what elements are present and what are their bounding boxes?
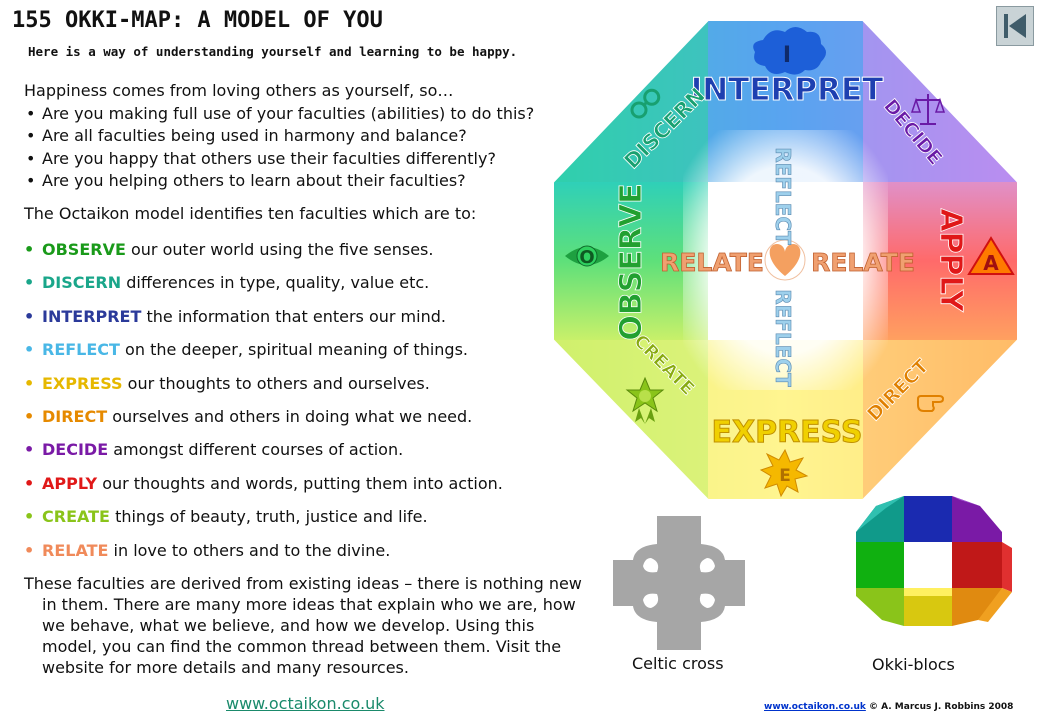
model-intro: The Octaikon model identifies ten facult…	[24, 203, 477, 223]
faculty-item: • OBSERVE our outer world using the five …	[24, 233, 594, 266]
faculty-item: • REFLECT on the deeper, spiritual meanin…	[24, 333, 594, 366]
faculty-keyword: REFLECT	[42, 340, 120, 360]
cloud-icon	[753, 27, 826, 75]
faculty-description: our outer world using the five senses.	[125, 240, 434, 259]
page-title: 155 OKKI-MAP: A MODEL OF YOU	[12, 8, 383, 33]
footer: www.octaikon.co.uk © A. Marcus J. Robbin…	[764, 702, 1013, 712]
faculty-description: on the deeper, spiritual meaning of thin…	[119, 340, 469, 360]
faculty-keyword: APPLY	[42, 473, 98, 493]
question-item: Are all faculties being used in harmony …	[24, 125, 594, 148]
faculty-keyword: OBSERVE	[42, 240, 126, 259]
faculty-item: • CREATE things of beauty, truth, justice…	[24, 500, 594, 533]
back-button[interactable]	[996, 6, 1034, 46]
faculty-keyword: INTERPRET	[42, 306, 142, 326]
rosette-icon	[625, 376, 665, 424]
observe-letter: O	[579, 247, 594, 268]
celtic-cross-image	[613, 516, 745, 650]
faculty-bullet: •	[24, 507, 35, 527]
faculty-bullet: •	[24, 540, 35, 560]
faculty-item: • EXPRESS our thoughts to others and ours…	[24, 367, 594, 400]
faculty-keyword: DECIDE	[42, 440, 109, 460]
faculty-bullet: •	[24, 440, 35, 460]
faculty-keyword: DISCERN	[42, 273, 122, 293]
scales-icon	[910, 94, 946, 125]
faculty-bullet: •	[24, 373, 35, 393]
celtic-cross-caption: Celtic cross	[632, 654, 724, 673]
page-subtitle: Here is a way of understanding yourself …	[28, 44, 518, 59]
triangle-icon	[967, 236, 1015, 275]
content-column: Happiness comes from loving others as yo…	[24, 80, 594, 678]
faculty-item: • DISCERN differences in type, quality, v…	[24, 266, 594, 299]
express-letter: E	[779, 466, 791, 486]
faculty-description: things of beauty, truth, justice and lif…	[109, 507, 428, 527]
faculty-item: • APPLY our thoughts and words, putting t…	[24, 467, 594, 500]
faculty-bullet: •	[24, 306, 35, 326]
okki-map-diagram: I INTERPRET DISCERN DECIDE OBSERVE O APP…	[553, 20, 1019, 501]
reflect-top-label: REFLECT	[771, 147, 795, 245]
faculty-item: • INTERPRET the information that enters o…	[24, 300, 594, 333]
faculty-description: our thoughts and words, putting them int…	[97, 473, 503, 493]
footer-website-link[interactable]: www.octaikon.co.uk	[764, 702, 866, 712]
faculty-bullet: •	[24, 406, 35, 426]
closing-paragraph: These faculties are derived from existin…	[24, 573, 582, 677]
question-item: Are you making full use of your facultie…	[24, 103, 594, 126]
question-item: Are you happy that others use their facu…	[24, 148, 594, 171]
okki-blocs-caption: Okki-blocs	[872, 655, 955, 674]
faculty-description: ourselves and others in doing what we ne…	[107, 406, 473, 426]
faculty-description: differences in type, quality, value etc.	[121, 273, 430, 293]
glasses-icon	[630, 88, 661, 119]
apply-label: APPLY	[933, 208, 968, 313]
faculty-keyword: DIRECT	[42, 406, 108, 426]
faculty-keyword: EXPRESS	[42, 373, 123, 393]
faculty-bullet: •	[24, 240, 35, 259]
faculty-keyword: RELATE	[42, 540, 109, 560]
faculty-description: our thoughts to others and ourselves.	[122, 373, 430, 393]
heart-icon	[769, 244, 801, 276]
express-label: EXPRESS	[711, 415, 862, 450]
reflect-bottom-label: REFLECT	[771, 289, 795, 387]
question-list: Are you making full use of your facultie…	[24, 103, 594, 193]
okki-blocs-image	[856, 496, 1012, 626]
faculty-bullet: •	[24, 473, 35, 493]
website-link[interactable]: www.octaikon.co.uk	[226, 694, 385, 713]
faculty-keyword: CREATE	[42, 507, 110, 527]
interpret-label: INTERPRET	[691, 72, 884, 108]
faculty-item: • DIRECT ourselves and others in doing wh…	[24, 400, 594, 433]
intro-lead: Happiness comes from loving others as yo…	[24, 81, 454, 100]
faculty-list: • OBSERVE our outer world using the five …	[24, 233, 594, 567]
skip-back-icon	[1004, 14, 1026, 38]
faculty-item: • DECIDE amongst different courses of act…	[24, 433, 594, 466]
relate-right-label: RELATE	[811, 248, 915, 277]
faculty-description: the information that enters our mind.	[141, 306, 446, 326]
faculty-bullet: •	[24, 273, 35, 293]
faculty-description: in love to others and to the divine.	[108, 540, 391, 560]
faculty-item: • RELATE in love to others and to the div…	[24, 534, 594, 567]
question-item: Are you helping others to learn about th…	[24, 170, 594, 193]
pointing-hand-icon	[917, 395, 945, 412]
faculty-description: amongst different courses of action.	[108, 440, 404, 460]
sun-icon	[759, 448, 809, 498]
apply-letter: A	[983, 251, 999, 275]
observe-label: OBSERVE	[614, 183, 649, 340]
eye-icon	[565, 245, 609, 267]
faculty-bullet: •	[24, 340, 35, 360]
footer-copyright: © A. Marcus J. Robbins 2008	[865, 702, 1014, 712]
interpret-letter: I	[783, 43, 791, 68]
relate-left-label: RELATE	[660, 248, 764, 277]
